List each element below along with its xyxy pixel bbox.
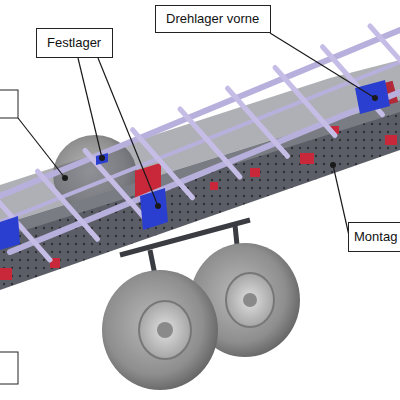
outriggers: [0, 26, 400, 260]
leader-dots: [62, 95, 378, 209]
callout-label: Drehlager vorne: [166, 11, 260, 27]
front-wheels: [102, 243, 300, 390]
bearing-brackets: [0, 80, 390, 250]
cut-callout-box: [0, 352, 18, 384]
callout-label: Festlager: [47, 35, 102, 51]
leader-lines: [18, 33, 375, 240]
callout-box: Drehlager vorne: [155, 5, 271, 33]
callout-box: Montag: [348, 222, 400, 252]
callout-label: Montag: [354, 229, 400, 245]
callout-box: Festlager: [36, 28, 113, 58]
cut-callout-box: [0, 90, 18, 118]
tube-frame: [0, 30, 400, 252]
